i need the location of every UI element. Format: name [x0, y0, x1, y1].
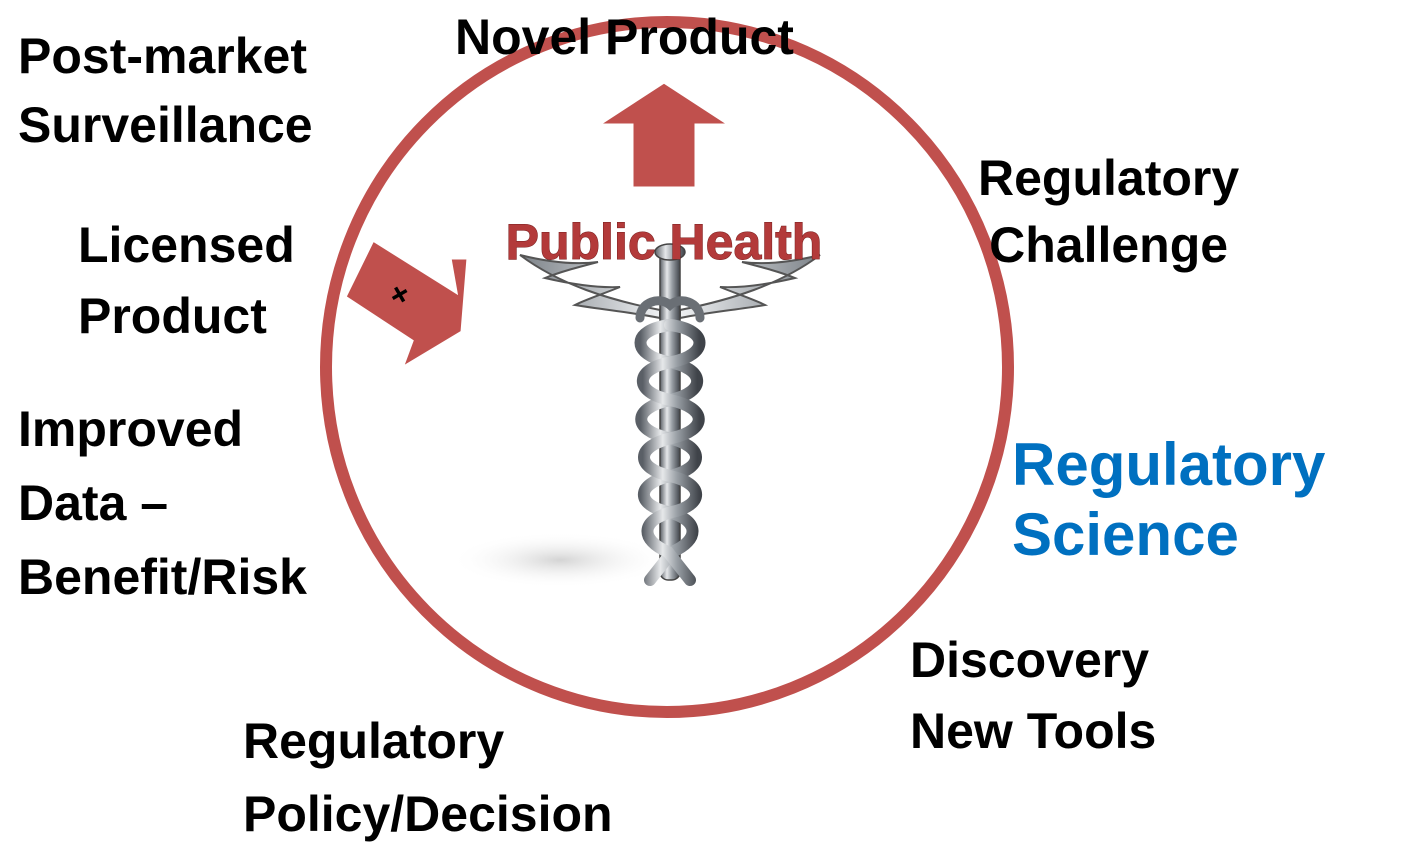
label-line: Improved: [18, 392, 307, 466]
label-line: Product: [78, 281, 295, 352]
label-post-market-surveillance: Post-market Surveillance: [18, 22, 313, 160]
label-line: Regulatory: [1012, 430, 1325, 500]
label-regulatory-policy: Regulatory Policy/Decision: [243, 705, 613, 850]
label-improved-data: Improved Data – Benefit/Risk: [18, 392, 307, 614]
caduceus-icon: [450, 244, 820, 588]
label-line: Policy/Decision: [243, 778, 613, 850]
label-line: New Tools: [910, 696, 1156, 767]
label-line: Regulatory: [978, 145, 1239, 212]
label-discovery-new-tools: Discovery New Tools: [910, 625, 1156, 767]
label-line: Discovery: [910, 625, 1156, 696]
label-licensed-product: Licensed Product: [78, 210, 295, 352]
label-line: Surveillance: [18, 91, 313, 160]
label-novel-product: Novel Product: [455, 4, 794, 71]
up-arrow-icon: [598, 82, 730, 188]
label-line: Regulatory: [243, 705, 613, 778]
label-line: Post-market: [18, 22, 313, 91]
label-regulatory-challenge: Regulatory Challenge: [978, 145, 1239, 278]
center-title: Public Health: [506, 214, 823, 270]
label-line: Licensed: [78, 210, 295, 281]
label-line: Science: [1012, 500, 1325, 570]
label-line: Data –: [18, 466, 307, 540]
plus-arrow-icon: +: [345, 240, 468, 368]
label-line: Novel Product: [455, 4, 794, 71]
label-line: Challenge: [978, 212, 1239, 279]
label-line: Benefit/Risk: [18, 540, 307, 614]
label-regulatory-science: Regulatory Science: [1012, 430, 1325, 569]
